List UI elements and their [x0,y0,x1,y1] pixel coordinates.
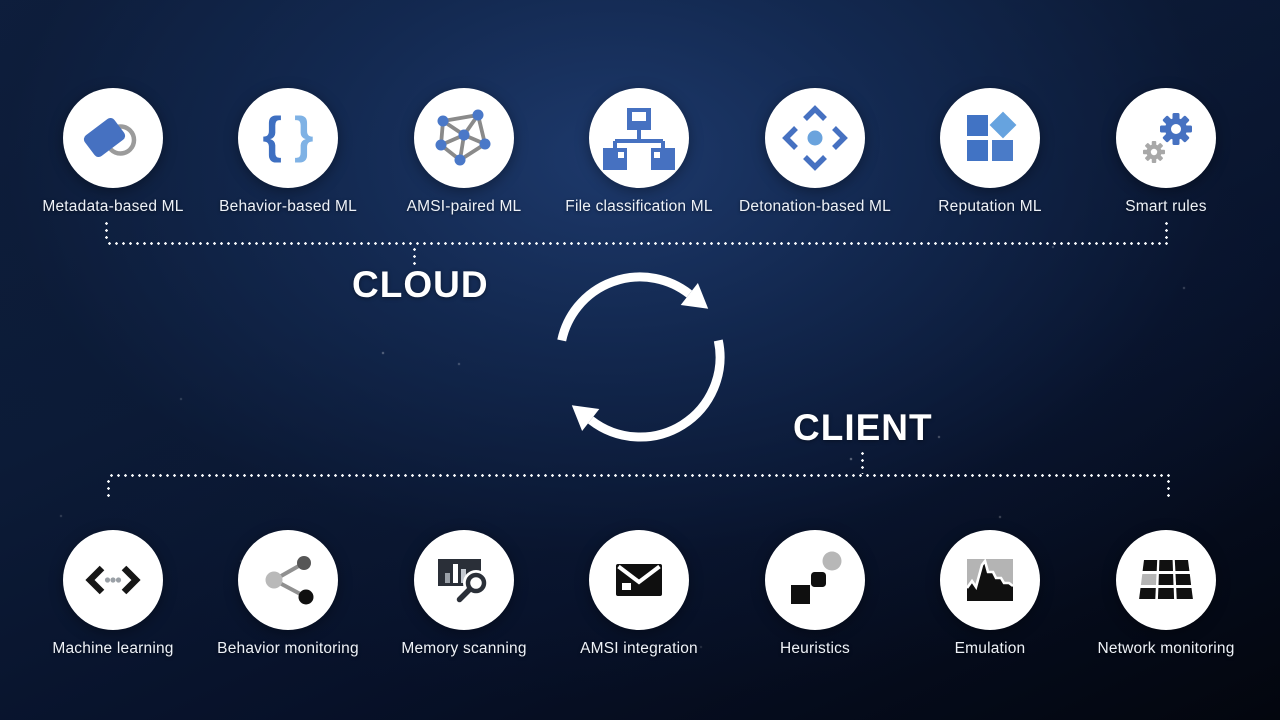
area-chart-icon [940,530,1040,630]
node-label: Metadata-based ML [42,198,184,215]
curly-braces-icon: { } [238,88,338,188]
node-label: Network monitoring [1097,640,1235,657]
client-node-behavior-monitoring: Behavior monitoring [201,530,375,658]
node-label: Machine learning [52,640,174,657]
dotted-connector-cloud-horizontal [106,242,1168,245]
node-label: Emulation [954,640,1026,657]
background-star-specks [0,0,2,2]
code-brackets-icon [63,530,163,630]
cloud-node-file-classification-ml: File classification ML [552,88,726,216]
node-label: Reputation ML [938,198,1042,215]
dotted-connector-cloud-label-stub [413,246,416,268]
dotted-connector-cloud-left-stub [105,220,108,243]
cloud-node-behavior-ml: { } Behavior-based ML [201,88,375,216]
tag-icon [63,88,163,188]
cloud-node-amsi-paired-ml: AMSI-paired ML [377,88,551,216]
client-node-machine-learning: Machine learning [26,530,200,658]
left-brace: { [262,107,282,163]
right-brace: } [294,107,314,163]
node-label: Detonation-based ML [738,198,891,215]
client-node-heuristics: Heuristics [728,530,902,658]
squares-diamond-icon [940,88,1040,188]
client-node-emulation: Emulation [903,530,1077,658]
network-graph-icon [414,88,514,188]
node-label: AMSI-paired ML [406,198,522,215]
target-expand-icon [765,88,865,188]
client-node-memory-scanning: Memory scanning [377,530,551,658]
node-label: Behavior monitoring [217,640,359,657]
client-label: CLIENT [793,407,933,448]
gears-icon [1116,88,1216,188]
dotted-connector-client-left-stub [107,478,110,500]
dotted-connector-client-horizontal [108,474,1170,477]
node-label: Heuristics [779,640,851,657]
perspective-grid-icon [1116,530,1216,630]
envelope-icon [589,530,689,630]
node-label: Memory scanning [401,640,527,657]
cloud-node-metadata-ml: Metadata-based ML [26,88,200,216]
node-label: AMSI integration [580,640,698,657]
cloud-label: CLOUD [352,264,489,305]
dotted-connector-client-label-stub [861,450,864,474]
steps-shapes-icon [765,530,865,630]
sync-arrows-icon [540,257,740,457]
dotted-connector-client-right-stub [1167,478,1170,501]
client-node-network-monitoring: Network monitoring [1079,530,1253,658]
hierarchy-icon [589,88,689,188]
node-label: File classification ML [565,198,713,215]
cloud-node-detonation-ml: Detonation-based ML [728,88,902,216]
node-label: Smart rules [1125,198,1207,215]
cloud-node-reputation-ml: Reputation ML [903,88,1077,216]
node-label: Behavior-based ML [219,198,357,215]
chart-magnifier-icon [414,530,514,630]
share-nodes-icon [238,530,338,630]
cloud-node-smart-rules: Smart rules [1079,88,1253,216]
client-node-amsi-integration: AMSI integration [552,530,726,658]
dotted-connector-cloud-right-stub [1165,220,1168,243]
